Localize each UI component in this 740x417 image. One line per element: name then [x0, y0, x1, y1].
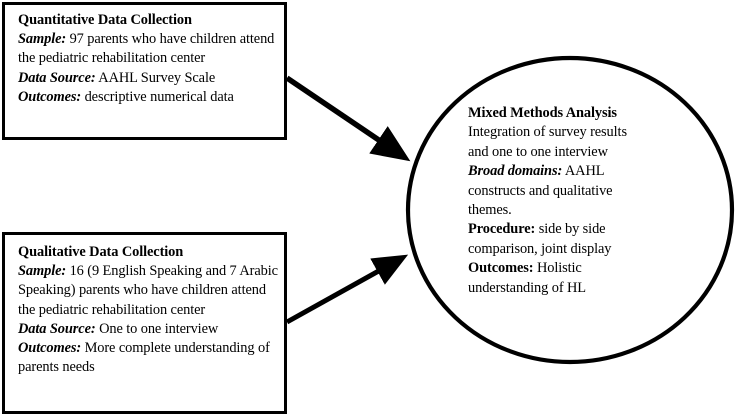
qualitative-row-sample-value: 16 (9 English Speaking and 7 Arabic Spea…: [18, 263, 278, 318]
qualitative-row-data-source-value: One to one interview: [99, 320, 219, 337]
qualitative-row-data-source: Data Source: One to one interview: [18, 320, 280, 339]
quantitative-row-data-source: Data Source: AAHL Survey Scale: [18, 69, 280, 88]
node-quantitative-data-collection: Quantitative Data Collection Sample: 97 …: [2, 2, 287, 140]
analysis-row-outcomes: Outcomes: Holistic understanding of HL: [468, 259, 650, 298]
node-mixed-methods-analysis: Mixed Methods Analysis Integration of su…: [468, 104, 650, 298]
analysis-title: Mixed Methods Analysis: [468, 105, 617, 121]
node-qualitative-data-collection: Qualitative Data Collection Sample: 16 (…: [2, 232, 287, 414]
quantitative-row-outcomes: Outcomes: descriptive numerical data: [18, 88, 280, 107]
analysis-row-broad-domains: Broad domains: AAHL constructs and quali…: [468, 162, 650, 220]
analysis-row-broad-domains-label: Broad domains:: [468, 163, 563, 180]
qualitative-row-data-source-label: Data Source:: [18, 320, 96, 337]
quantitative-row-data-source-label: Data Source:: [18, 69, 96, 86]
qualitative-row-outcomes-label: Outcomes:: [18, 340, 82, 357]
edge-qual-to-analysis: [285, 254, 409, 325]
qualitative-row-outcomes-value: More complete understanding of parents n…: [18, 340, 270, 376]
quantitative-title: Quantitative Data Collection: [18, 12, 192, 28]
quantitative-text-block: Quantitative Data Collection Sample: 97 …: [18, 11, 280, 107]
quantitative-row-sample: Sample: 97 parents who have children att…: [18, 30, 280, 68]
qualitative-row-sample: Sample: 16 (9 English Speaking and 7 Ara…: [18, 262, 280, 320]
analysis-row-procedure: Procedure: side by side comparison, join…: [468, 220, 650, 259]
quantitative-row-data-source-value: AAHL Survey Scale: [98, 69, 216, 86]
qualitative-text-block: Qualitative Data Collection Sample: 16 (…: [18, 243, 280, 377]
qualitative-row-sample-label: Sample:: [18, 263, 67, 280]
qualitative-row-outcomes: Outcomes: More complete understanding of…: [18, 339, 280, 377]
qualitative-title: Qualitative Data Collection: [18, 244, 184, 260]
edge-quant-to-analysis: [285, 75, 411, 162]
quantitative-row-sample-label: Sample:: [18, 31, 67, 48]
analysis-row-outcomes-label: Outcomes:: [468, 260, 534, 277]
quantitative-row-outcomes-value: descriptive numerical data: [84, 88, 234, 105]
quantitative-row-outcomes-label: Outcomes:: [18, 88, 82, 105]
quantitative-row-sample-value: 97 parents who have children attend the …: [18, 31, 275, 67]
analysis-row-procedure-label: Procedure:: [468, 221, 536, 238]
analysis-intro: Integration of survey results and one to…: [468, 124, 627, 160]
